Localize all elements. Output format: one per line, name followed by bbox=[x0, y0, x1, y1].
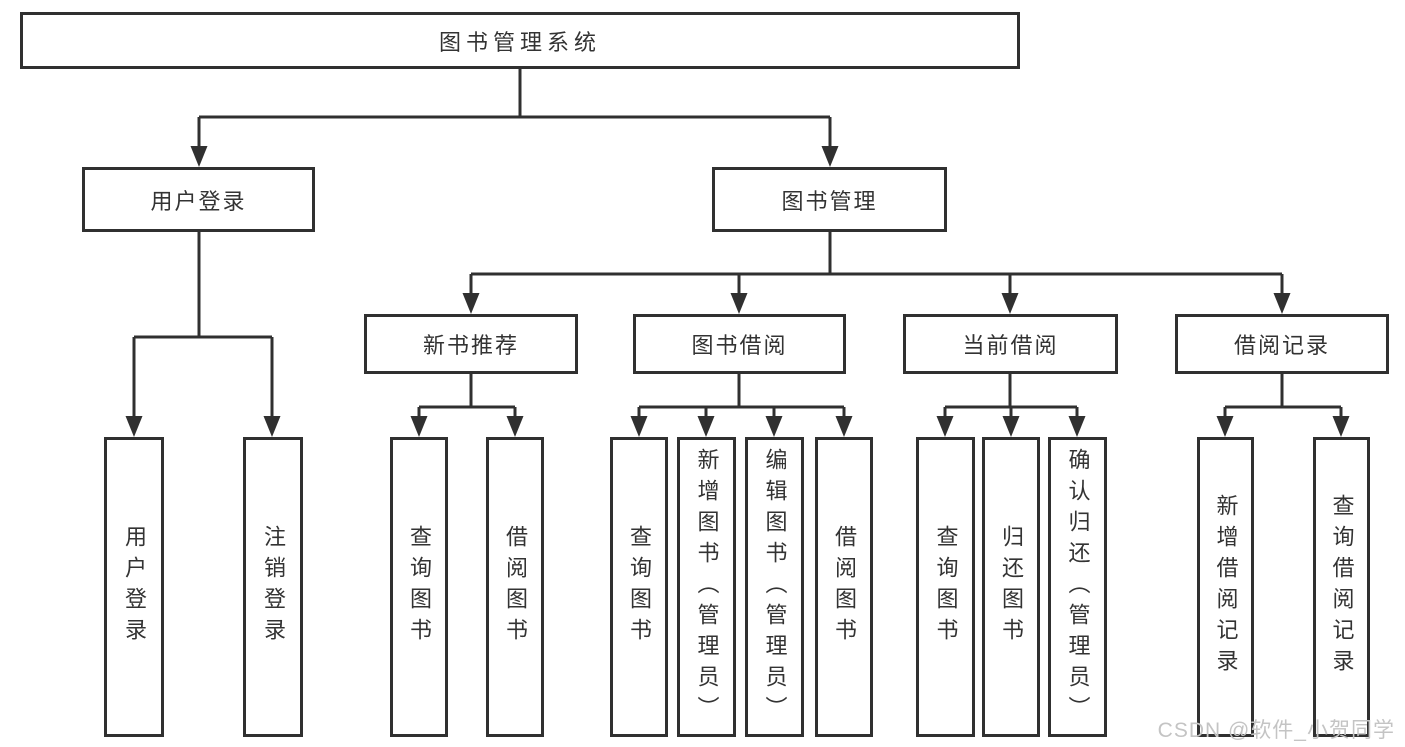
node-current-borrow: 当前借阅 bbox=[903, 314, 1118, 374]
leaf-confirm-return-admin-label: 确认归还（管理员） bbox=[1065, 447, 1091, 727]
leaf-add-borrow-record-label: 新增借阅记录 bbox=[1213, 494, 1239, 680]
leaf-add-books-admin: 新增图书（管理员） bbox=[677, 437, 736, 737]
arrowheads bbox=[125, 146, 1350, 437]
leaf-logout-label: 注销登录 bbox=[261, 525, 286, 649]
node-book-borrow: 图书借阅 bbox=[633, 314, 846, 374]
leaf-query-borrow-record-label: 查询借阅记录 bbox=[1329, 494, 1355, 680]
node-current-borrow-label: 当前借阅 bbox=[962, 333, 1059, 358]
leaf-query-books-2: 查询图书 bbox=[610, 437, 668, 737]
leaf-add-borrow-record: 新增借阅记录 bbox=[1197, 437, 1254, 737]
node-new-book-recommend-label: 新书推荐 bbox=[422, 333, 519, 358]
node-borrow-records: 借阅记录 bbox=[1175, 314, 1389, 374]
node-user-login-group-label: 用户登录 bbox=[150, 188, 247, 214]
leaf-edit-books-admin: 编辑图书（管理员） bbox=[745, 437, 804, 737]
leaf-query-books-2-label: 查询图书 bbox=[627, 525, 652, 649]
leaf-borrow-books-2: 借阅图书 bbox=[815, 437, 873, 737]
leaf-add-books-admin-label: 新增图书（管理员） bbox=[694, 447, 720, 727]
node-user-login-group: 用户登录 bbox=[82, 167, 315, 232]
leaf-borrow-books-1-label: 借阅图书 bbox=[503, 525, 528, 649]
node-new-book-recommend: 新书推荐 bbox=[364, 314, 578, 374]
node-book-management-label: 图书管理 bbox=[781, 188, 878, 214]
leaf-query-borrow-record: 查询借阅记录 bbox=[1313, 437, 1370, 737]
leaf-return-books: 归还图书 bbox=[982, 437, 1040, 737]
leaf-user-login-label: 用户登录 bbox=[122, 525, 147, 649]
leaf-query-books-1: 查询图书 bbox=[390, 437, 448, 737]
leaf-query-books-3: 查询图书 bbox=[916, 437, 975, 737]
leaf-confirm-return-admin: 确认归还（管理员） bbox=[1048, 437, 1107, 737]
node-root: 图书管理系统 bbox=[20, 12, 1020, 69]
leaf-borrow-books-2-label: 借阅图书 bbox=[832, 525, 857, 649]
node-borrow-records-label: 借阅记录 bbox=[1233, 333, 1330, 358]
node-root-label: 图书管理系统 bbox=[438, 29, 601, 55]
leaf-return-books-label: 归还图书 bbox=[999, 525, 1024, 649]
node-book-management: 图书管理 bbox=[712, 167, 947, 232]
leaf-query-books-3-label: 查询图书 bbox=[933, 525, 959, 649]
leaf-logout: 注销登录 bbox=[243, 437, 303, 737]
connector-strokes bbox=[132, 69, 1343, 419]
leaf-user-login: 用户登录 bbox=[104, 437, 164, 737]
csdn-watermark: CSDN @软件_小贺同学 bbox=[1157, 719, 1395, 742]
leaf-query-books-1-label: 查询图书 bbox=[407, 525, 432, 649]
node-book-borrow-label: 图书借阅 bbox=[691, 333, 788, 358]
leaf-edit-books-admin-label: 编辑图书（管理员） bbox=[762, 447, 788, 727]
leaf-borrow-books-1: 借阅图书 bbox=[486, 437, 544, 737]
